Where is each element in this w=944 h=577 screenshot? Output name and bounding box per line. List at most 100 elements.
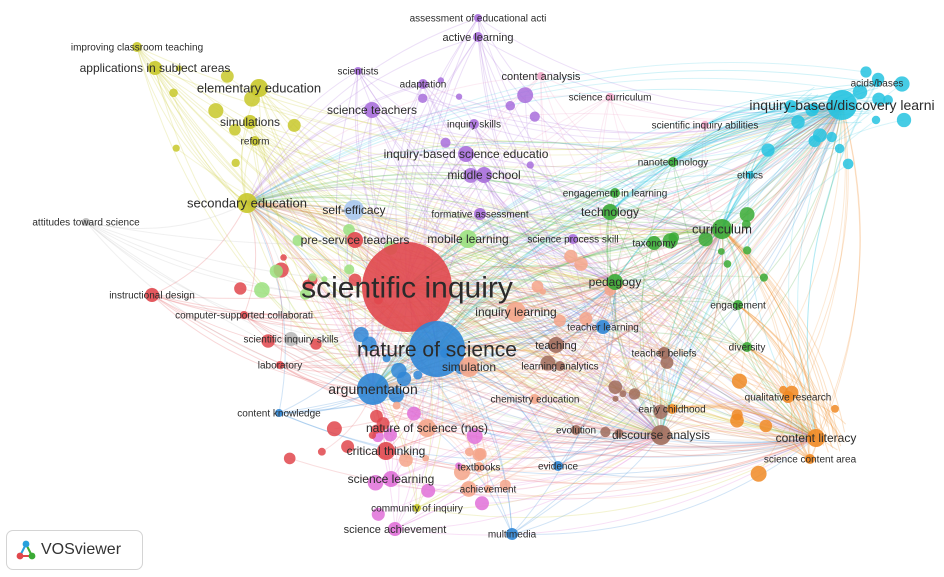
node-inquiry-skills[interactable] [469, 119, 479, 129]
network-node[interactable] [208, 103, 224, 119]
term-label-curriculum[interactable]: curriculum [692, 222, 752, 237]
network-node[interactable] [421, 483, 436, 498]
node-engagement[interactable] [733, 300, 743, 310]
node-content-literacy[interactable] [807, 429, 825, 447]
network-node[interactable] [739, 207, 755, 222]
network-node[interactable] [234, 282, 247, 295]
term-label-qualitative-research[interactable]: qualitative research [745, 393, 832, 404]
network-node[interactable] [348, 273, 362, 287]
node-middle-school[interactable] [476, 167, 492, 183]
network-node[interactable] [741, 219, 751, 229]
node-science-process-skill[interactable] [568, 234, 578, 244]
term-label-science-content-area[interactable]: science content area [764, 455, 857, 466]
network-node[interactable] [413, 370, 423, 380]
node-early-childhood[interactable] [667, 404, 677, 414]
network-node[interactable] [169, 88, 178, 98]
network-node[interactable] [750, 465, 767, 482]
network-node[interactable] [842, 158, 854, 170]
network-node[interactable] [499, 479, 511, 491]
network-node[interactable] [455, 462, 462, 470]
network-node[interactable] [231, 158, 240, 168]
network-node[interactable] [368, 431, 377, 439]
node-attitudes-toward-science[interactable] [82, 218, 90, 226]
network-node[interactable] [370, 409, 383, 423]
network-node[interactable] [326, 421, 342, 437]
network-node[interactable] [628, 388, 641, 400]
network-node[interactable] [399, 453, 413, 467]
network-node[interactable] [526, 161, 534, 169]
node-chemistry-education[interactable] [530, 394, 540, 404]
node-self-efficacy[interactable] [344, 200, 364, 220]
term-label-argumentation[interactable]: argumentation [328, 381, 418, 397]
node-computer-supported-collaborati[interactable] [240, 311, 248, 319]
term-label-simulation[interactable]: simulation [442, 360, 496, 374]
network-node[interactable] [731, 409, 743, 421]
node-ethics[interactable] [746, 171, 754, 179]
term-label-content-analysis[interactable]: content analysis [502, 71, 581, 83]
network-node[interactable] [871, 115, 881, 125]
network-node[interactable] [455, 93, 463, 100]
term-label-elementary-education[interactable]: elementary education [197, 81, 321, 96]
network-node[interactable] [361, 336, 377, 352]
term-label-diversity[interactable]: diversity [729, 343, 766, 354]
term-label-science-achievement[interactable]: science achievement [344, 524, 447, 536]
term-label-critical-thinking[interactable]: critical thinking [347, 444, 426, 458]
term-label-scientists[interactable]: scientists [337, 67, 378, 78]
term-label-engagement[interactable]: engagement [710, 301, 766, 312]
network-node[interactable] [292, 235, 304, 246]
term-label-middle-school[interactable]: middle school [447, 168, 520, 182]
term-label-learning-analytics[interactable]: learning analytics [521, 362, 598, 373]
network-node[interactable] [698, 232, 713, 247]
node-teaching[interactable] [548, 337, 564, 353]
term-label-nature-of-science[interactable]: nature of science [357, 338, 517, 361]
node-inquiry-based-discovery-learni[interactable] [827, 90, 857, 120]
node-teacher-beliefs[interactable] [658, 347, 670, 359]
term-label-science-process-skill[interactable]: science process skill [527, 235, 618, 246]
network-node[interactable] [529, 111, 540, 122]
term-label-achievement[interactable]: achievement [460, 485, 517, 496]
term-label-textbooks[interactable]: textbooks [458, 463, 501, 474]
term-label-self-efficacy[interactable]: self-efficacy [322, 203, 385, 217]
node-evidence[interactable] [553, 461, 563, 471]
network-node[interactable] [784, 100, 798, 113]
network-node[interactable] [653, 404, 668, 419]
node-formative-assessment[interactable] [474, 208, 486, 220]
network-node[interactable] [660, 356, 674, 369]
node-applications-in-subject-areas[interactable] [148, 61, 162, 75]
term-label-scientific-inquiry-abilities[interactable]: scientific inquiry abilities [652, 121, 759, 132]
network-node[interactable] [619, 390, 627, 398]
node-science-teachers[interactable] [364, 102, 380, 118]
term-label-teacher-learning[interactable]: teacher learning [567, 323, 639, 334]
term-label-active-learning[interactable]: active learning [443, 32, 514, 44]
node-simulation[interactable] [459, 357, 479, 377]
network-node[interactable] [564, 249, 578, 264]
term-label-assessment-of-educational-acti[interactable]: assessment of educational acti [410, 14, 547, 25]
node-secondary-education[interactable] [237, 193, 257, 213]
node-scientific-inquiry[interactable] [362, 242, 452, 332]
node-textbooks[interactable] [474, 462, 484, 472]
network-node[interactable] [175, 65, 182, 72]
term-label-science-curriculum[interactable]: science curriculum [569, 93, 652, 104]
node-improving-classroom-teaching[interactable] [132, 42, 142, 52]
term-label-content-knowledge[interactable]: content knowledge [237, 409, 321, 420]
network-node[interactable] [852, 84, 868, 100]
term-label-early-childhood[interactable]: early childhood [638, 405, 705, 416]
network-node[interactable] [287, 118, 301, 132]
network-node[interactable] [894, 76, 910, 92]
network-node[interactable] [896, 112, 912, 128]
network-node[interactable] [723, 260, 732, 268]
node-adaptation[interactable] [418, 79, 428, 89]
term-label-multimedia[interactable]: multimedia [488, 530, 537, 541]
network-node[interactable] [600, 426, 611, 438]
term-label-laboratory[interactable]: laboratory [258, 361, 302, 372]
node-elementary-education[interactable] [250, 79, 268, 97]
network-node[interactable] [553, 314, 566, 327]
node-assessment-of-educational-acti[interactable] [474, 14, 482, 22]
network-node[interactable] [388, 387, 404, 403]
network-node[interactable] [283, 452, 296, 465]
network-node[interactable] [791, 115, 805, 129]
node-scientists[interactable] [354, 67, 362, 75]
network-node[interactable] [759, 419, 773, 433]
term-label-evolution[interactable]: evolution [556, 426, 596, 437]
network-node[interactable] [612, 395, 619, 402]
